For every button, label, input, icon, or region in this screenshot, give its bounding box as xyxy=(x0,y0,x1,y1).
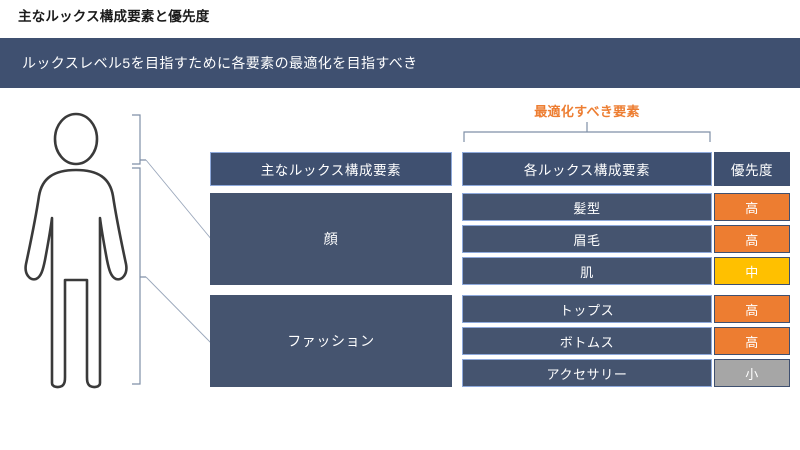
page-title: 主なルックス構成要素と優先度 xyxy=(18,9,210,24)
person-silhouette-icon xyxy=(24,112,144,390)
headline-banner: ルックスレベル5を目指すために各要素の最適化を目指すべき xyxy=(0,38,800,88)
table-header-main-component: 主なルックス構成要素 xyxy=(210,152,452,186)
status-badge: 高 xyxy=(714,327,790,355)
status-badge: 高 xyxy=(714,193,790,221)
table-row: 髪型 xyxy=(462,193,712,221)
table-group-fashion: ファッション xyxy=(210,295,452,387)
table-row: 肌 xyxy=(462,257,712,285)
table-header-sub-component: 各ルックス構成要素 xyxy=(462,152,712,186)
optimize-callout-label: 最適化すべき要素 xyxy=(534,104,640,119)
headline-banner-text: ルックスレベル5を目指すために各要素の最適化を目指すべき xyxy=(22,55,418,71)
table-row: 眉毛 xyxy=(462,225,712,253)
table-row: アクセサリー xyxy=(462,359,712,387)
status-badge: 小 xyxy=(714,359,790,387)
table-header-priority: 優先度 xyxy=(714,152,790,186)
status-badge: 中 xyxy=(714,257,790,285)
status-badge: 高 xyxy=(714,225,790,253)
table-row: ボトムス xyxy=(462,327,712,355)
table-row: トップス xyxy=(462,295,712,323)
optimize-callout-bracket xyxy=(462,122,712,142)
grouping-brackets xyxy=(118,112,218,392)
table-group-face: 顔 xyxy=(210,193,452,285)
status-badge: 高 xyxy=(714,295,790,323)
